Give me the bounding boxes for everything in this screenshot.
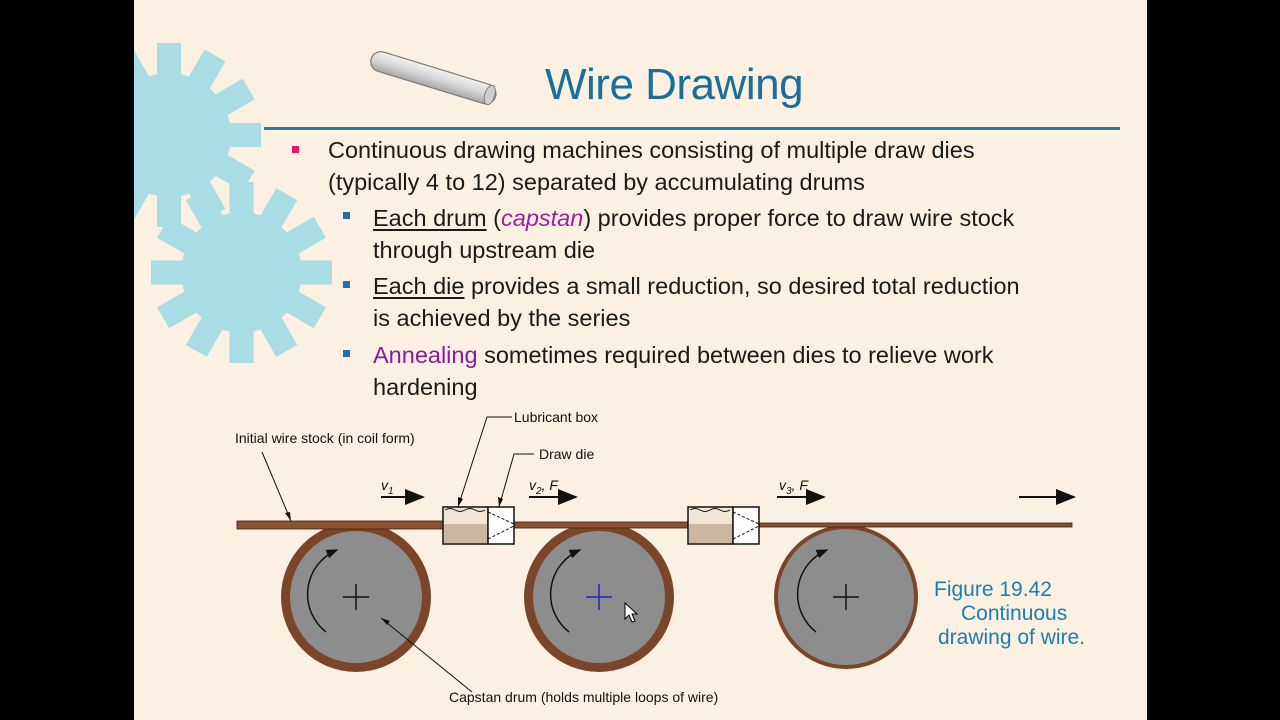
lubricant-box-1 (442, 506, 489, 545)
wire-drawing-diagram: v1 v2, F v3, F Initial wire stock (in co… (235, 409, 1076, 705)
sub-bullet-2-line1: Each die provides a small reduction, so … (373, 271, 1020, 303)
leader-initial-stock (261, 451, 292, 522)
bullet-marker (292, 146, 299, 153)
arrowhead-draw-die (498, 497, 503, 507)
figure-caption: Figure 19.42 Continuous drawing of wire. (904, 578, 1100, 650)
page-title: Wire Drawing (545, 60, 804, 109)
capstan-drum-1 (281, 522, 431, 672)
draw-die-1 (487, 506, 515, 545)
term-each-drum: Each drum (373, 205, 487, 231)
paren-open: ( (486, 205, 501, 231)
wire-rod-image (370, 51, 497, 106)
sub-bullet-marker (343, 281, 350, 288)
term-capstan: capstan (501, 205, 584, 231)
lubricant-box-2 (687, 506, 734, 545)
gear-icon-bottom (151, 182, 332, 363)
sub-bullet-1-line2: through upstream die (373, 236, 596, 263)
capstan-drum-2 (524, 522, 674, 672)
sub-bullet-3: Annealing sometimes required between die… (373, 340, 993, 403)
sub-bullet-2-line2: is achieved by the series (373, 304, 631, 331)
sub-bullet-2-rest: provides a small reduction, so desired t… (464, 273, 1020, 299)
v3-label: v3, F (779, 477, 809, 497)
leader-capstan-drum (380, 617, 473, 693)
lubricant-box-label: Lubricant box (514, 409, 598, 425)
sub-bullet-3-rest: sometimes required between dies to relie… (477, 342, 994, 368)
sub-bullet-3-line1: Annealing sometimes required between die… (373, 340, 993, 372)
sub-bullet-1: Each drum (capstan) provides proper forc… (373, 203, 1014, 266)
wire-stock (236, 520, 444, 530)
sub-bullet-marker (343, 212, 350, 219)
term-annealing: Annealing (373, 342, 478, 368)
v1-label: v1 (381, 477, 394, 497)
bullet-1-line1: Continuous drawing machines consisting o… (328, 137, 975, 163)
title-divider (264, 127, 1120, 130)
caption-line2: Continuous (961, 602, 1068, 625)
mouse-cursor (624, 602, 639, 623)
draw-die-label: Draw die (539, 446, 594, 462)
initial-stock-label: Initial wire stock (in coil form) (235, 430, 415, 446)
leader-draw-die (498, 453, 534, 508)
sub-bullet-2: Each die provides a small reduction, so … (373, 271, 1020, 334)
capstan-drum-3 (774, 525, 918, 669)
v2-label: v2, F (529, 477, 559, 497)
arrowhead-capstan-drum (381, 618, 390, 625)
caption-line1: Figure 19.42 (934, 578, 1052, 601)
leader-lubricant-box (457, 416, 512, 508)
caption-line3: drawing of wire. (938, 626, 1086, 649)
term-each-die: Each die (373, 273, 465, 299)
arrowhead-lubricant-box (458, 497, 463, 507)
sub-bullet-marker (343, 350, 350, 357)
sub-bullet-1-rest: ) provides proper force to draw wire sto… (583, 205, 1015, 231)
wire-segment-2 (513, 521, 689, 529)
draw-die-2 (732, 506, 760, 545)
sub-bullet-3-line2: hardening (373, 373, 478, 400)
sub-bullet-1-line1: Each drum (capstan) provides proper forc… (373, 203, 1014, 235)
slide: Wire Drawing Continuous drawing machines… (134, 0, 1147, 720)
bullet-1: Continuous drawing machines consisting o… (328, 135, 975, 198)
arrowhead-initial-stock (285, 512, 291, 521)
wire-segment-3 (758, 522, 1073, 528)
capstan-drum-label: Capstan drum (holds multiple loops of wi… (449, 689, 718, 705)
bullet-1-line2: (typically 4 to 12) separated by accumul… (328, 168, 865, 195)
